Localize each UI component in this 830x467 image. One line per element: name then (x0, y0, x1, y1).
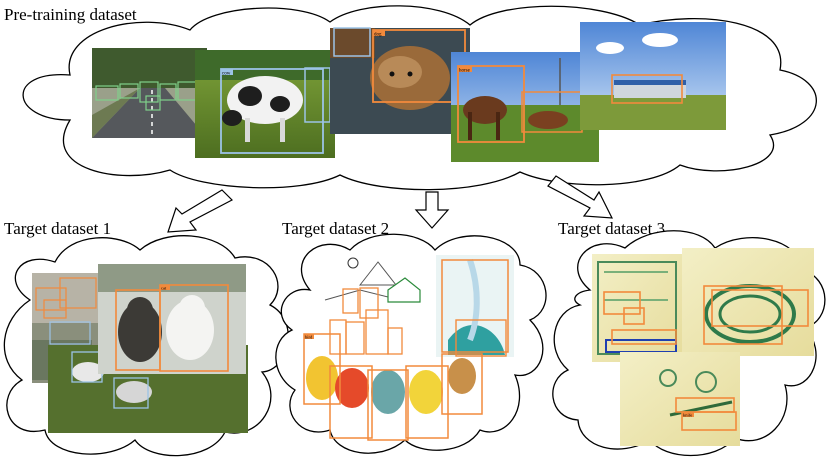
pretrain-label: Pre-training dataset (4, 5, 137, 24)
target3-label: Target dataset 3 (558, 219, 665, 238)
bird-tag: bird (305, 335, 313, 340)
target2-label: Target dataset 2 (282, 219, 389, 238)
horse-photo: horse (451, 52, 599, 162)
target1-photos: cat (32, 264, 248, 433)
arrow-to-target-3 (547, 175, 614, 219)
road-photo (92, 48, 207, 138)
dog-photo: dog (330, 27, 470, 134)
cat-tag: cat (161, 286, 167, 291)
horse-tag: horse (459, 69, 471, 74)
cow-tag: cow (222, 72, 231, 77)
dog-tag: dog (374, 33, 382, 38)
train-photo (580, 22, 726, 130)
target3-xrays: knife (592, 248, 814, 446)
road-car-boxes (95, 81, 201, 111)
target2-drawings: bird (303, 255, 514, 441)
target1-label: Target dataset 1 (4, 219, 111, 238)
arrow-to-target-1 (167, 189, 234, 233)
arrow-to-target-2 (414, 191, 450, 229)
cow-photo: cow (195, 50, 335, 158)
knife-tag: knife (683, 413, 692, 418)
